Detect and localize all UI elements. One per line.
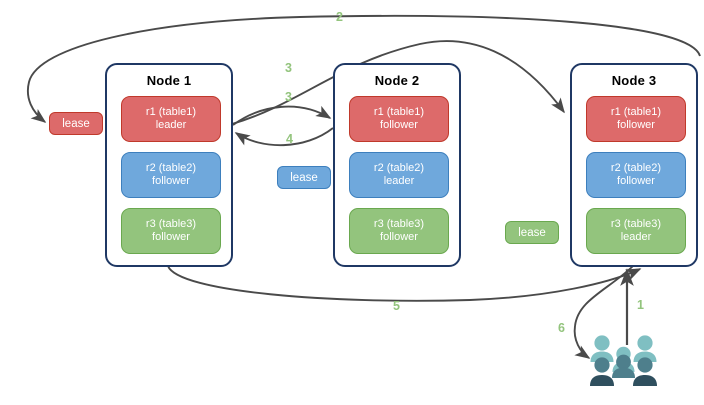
replica-role: follower <box>380 231 418 243</box>
node-title: Node 1 <box>146 73 192 88</box>
replica-role: follower <box>152 231 190 243</box>
arrow-step-3-to-node2 <box>232 105 332 126</box>
node-title: Node 2 <box>374 73 420 88</box>
node-container-3: Node 3 r1 (table1) follower r2 (table2) … <box>570 63 698 267</box>
replica-name: r2 (table2) <box>145 161 197 174</box>
replica-r3-node1: r3 (table3) follower <box>121 208 221 254</box>
replica-r3-node3: r3 (table3) leader <box>586 208 686 254</box>
replica-name: r2 (table2) <box>610 161 662 174</box>
replica-name: r1 (table1) <box>373 105 425 118</box>
node-container-2: Node 2 r1 (table1) follower r2 (table2) … <box>333 63 461 267</box>
replica-name: r3 (table3) <box>610 217 662 230</box>
replica-r3-node2: r3 (table3) follower <box>349 208 449 254</box>
lease-badge-node3: lease <box>505 221 559 244</box>
lease-badge-node1: lease <box>49 112 103 135</box>
replica-r1-node3: r1 (table1) follower <box>586 96 686 142</box>
replica-r2-node1: r2 (table2) follower <box>121 152 221 198</box>
replica-r2-node3: r2 (table2) follower <box>586 152 686 198</box>
step-label-4: 4 <box>286 132 293 146</box>
step-label-2: 2 <box>336 10 343 24</box>
arrow-step-5 <box>167 265 642 302</box>
step-label-3-upper: 3 <box>285 61 292 75</box>
replica-name: r1 (table1) <box>145 105 197 118</box>
replica-role: follower <box>617 119 655 131</box>
replica-role: follower <box>380 119 418 131</box>
replica-role: leader <box>620 231 652 243</box>
replica-role: follower <box>617 175 655 187</box>
replica-name: r1 (table1) <box>610 105 662 118</box>
step-label-3-lower: 3 <box>285 90 292 104</box>
lease-label: lease <box>518 226 546 239</box>
node-container-1: Node 1 r1 (table1) leader r2 (table2) fo… <box>105 63 233 267</box>
replica-name: r3 (table3) <box>373 217 425 230</box>
users-icon <box>590 335 657 386</box>
replica-r2-node2: r2 (table2) leader <box>349 152 449 198</box>
replica-role: follower <box>152 175 190 187</box>
replica-r1-node2: r1 (table1) follower <box>349 96 449 142</box>
replica-name: r2 (table2) <box>373 161 425 174</box>
replica-r1-node1: r1 (table1) leader <box>121 96 221 142</box>
node-title: Node 3 <box>611 73 657 88</box>
replica-role: leader <box>155 119 187 131</box>
lease-label: lease <box>62 117 90 130</box>
arrow-step-4 <box>234 127 334 147</box>
replica-name: r3 (table3) <box>145 217 197 230</box>
lease-badge-node2: lease <box>277 166 331 189</box>
lease-label: lease <box>290 171 318 184</box>
step-label-5: 5 <box>393 299 400 313</box>
replica-role: leader <box>383 175 415 187</box>
step-label-6: 6 <box>558 321 565 335</box>
step-label-1: 1 <box>637 298 644 312</box>
